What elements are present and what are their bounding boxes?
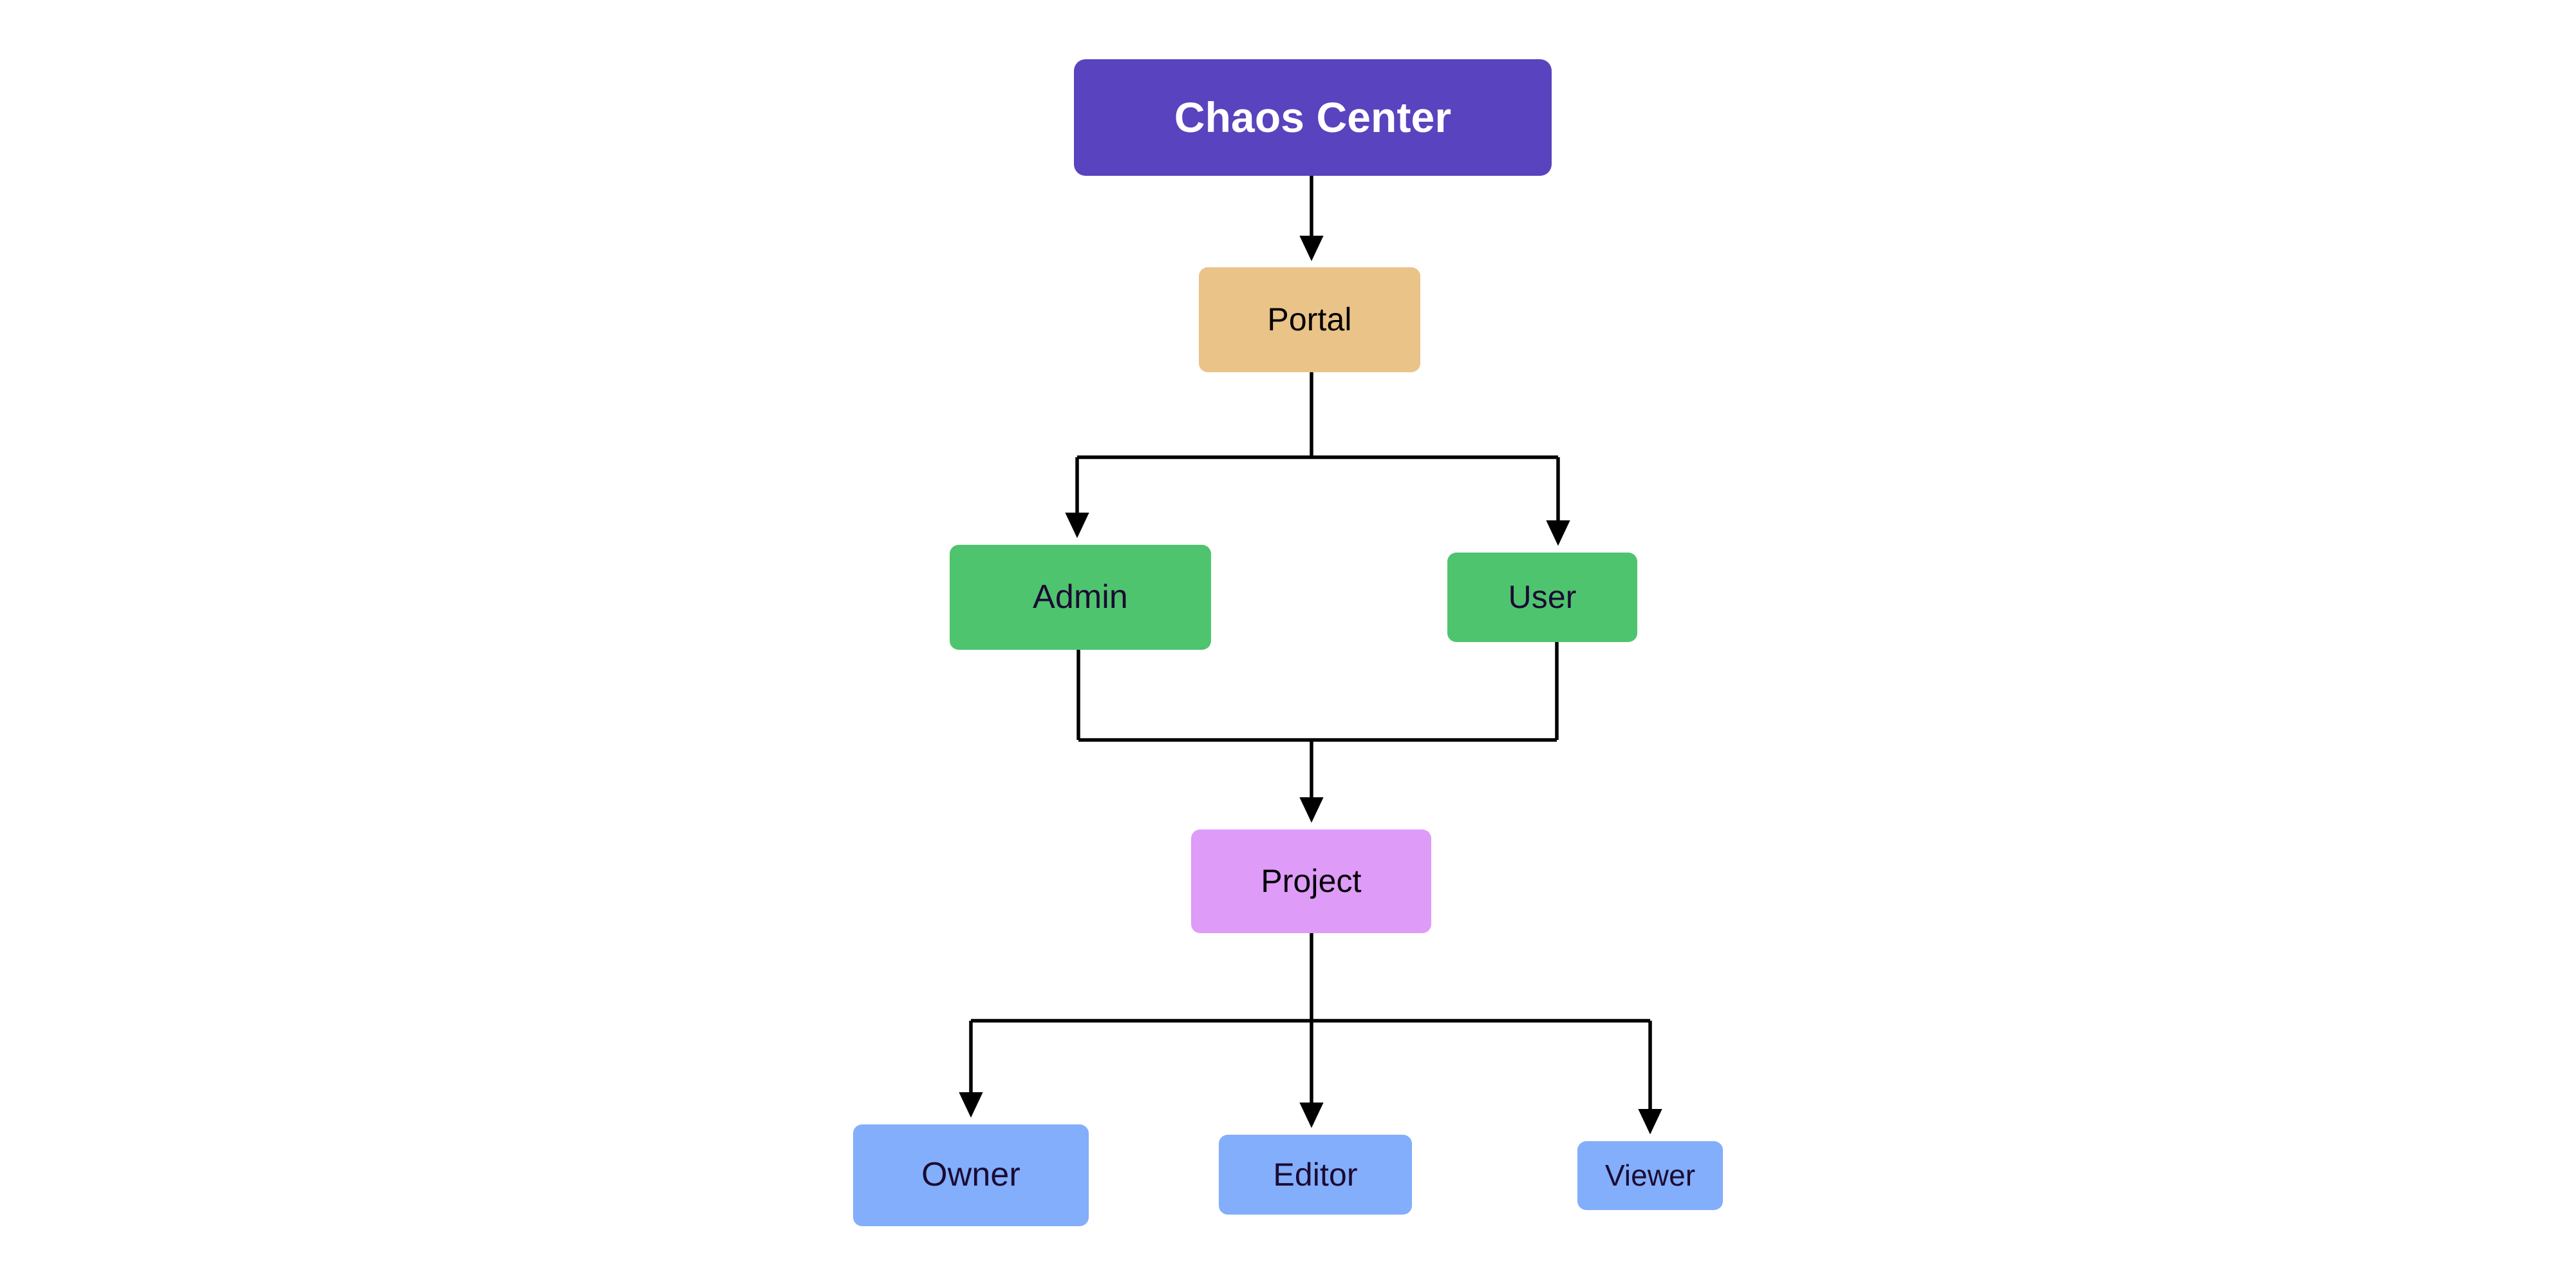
node-project-label: Project <box>1261 863 1362 899</box>
node-viewer[interactable]: Viewer <box>1577 1141 1723 1210</box>
node-portal[interactable]: Portal <box>1199 267 1420 372</box>
node-user[interactable]: User <box>1447 553 1637 642</box>
node-admin-label: Admin <box>1033 578 1128 616</box>
node-viewer-label: Viewer <box>1604 1159 1696 1193</box>
node-portal-label: Portal <box>1267 301 1352 337</box>
node-editor-label: Editor <box>1273 1156 1358 1193</box>
node-project[interactable]: Project <box>1191 829 1431 933</box>
node-chaos-center-label: Chaos Center <box>1174 93 1452 142</box>
node-owner[interactable]: Owner <box>853 1124 1089 1226</box>
node-owner-label: Owner <box>921 1156 1020 1194</box>
node-chaos-center[interactable]: Chaos Center <box>1074 59 1552 176</box>
node-user-label: User <box>1508 579 1577 615</box>
node-admin[interactable]: Admin <box>950 545 1211 650</box>
node-editor[interactable]: Editor <box>1219 1135 1412 1215</box>
